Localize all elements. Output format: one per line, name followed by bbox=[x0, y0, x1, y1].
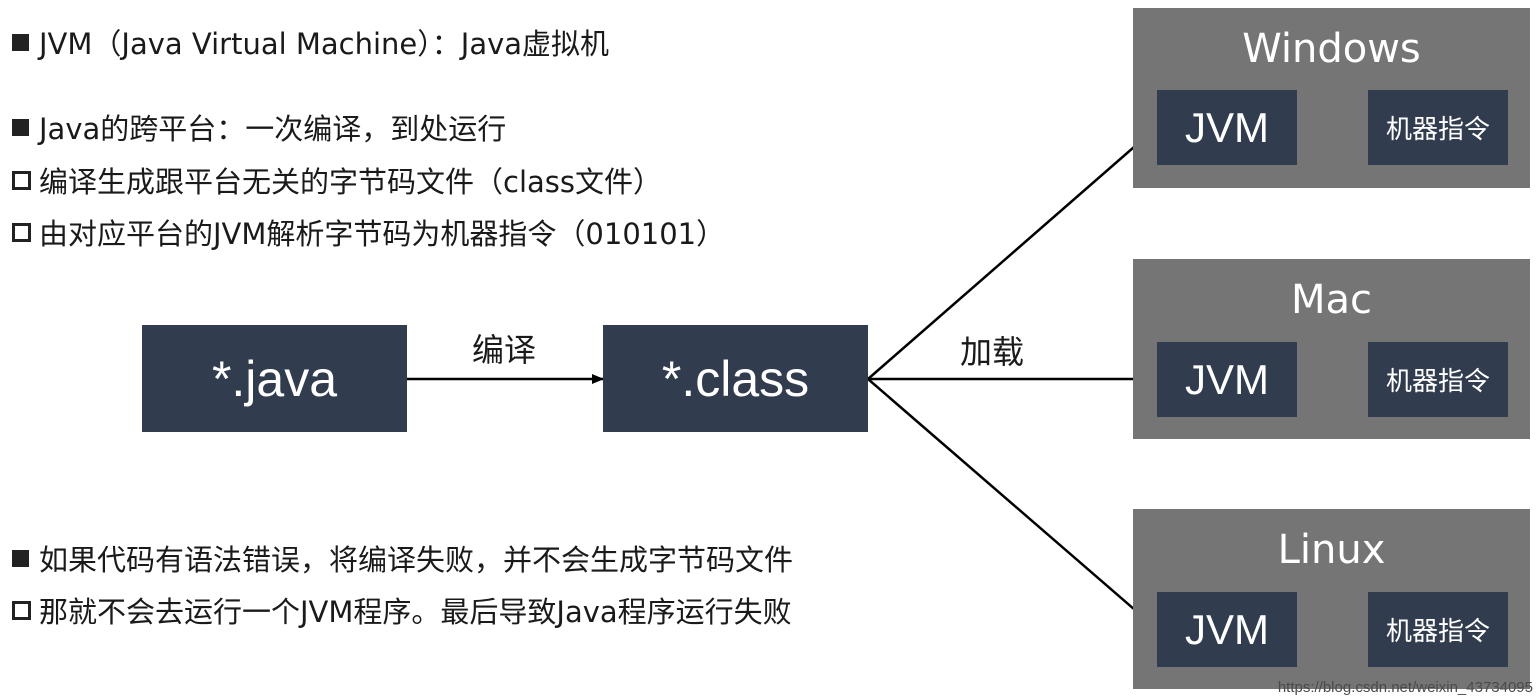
note-text: Java的跨平台：一次编译，到处运行 bbox=[39, 112, 507, 146]
square-bullet-icon bbox=[12, 118, 29, 136]
note-text: 由对应平台的JVM解析字节码为机器指令（010101） bbox=[39, 217, 726, 251]
square-bullet-icon bbox=[12, 33, 29, 51]
note-compile-error: 如果代码有语法错误，将编译失败，并不会生成字节码文件 bbox=[12, 538, 793, 578]
note-text: 那就不会去运行一个JVM程序。最后导致Java程序运行失败 bbox=[39, 595, 792, 629]
note-text: 如果代码有语法错误，将编译失败，并不会生成字节码文件 bbox=[39, 543, 794, 577]
note-cross-platform: Java的跨平台：一次编译，到处运行 bbox=[12, 107, 506, 147]
windows-jvm-box: JVM bbox=[1157, 90, 1297, 165]
hollow-square-bullet-icon bbox=[12, 600, 31, 620]
platform-name: Mac bbox=[1290, 277, 1372, 323]
load-arrow-linux bbox=[867, 378, 1158, 630]
load-arrow-windows bbox=[867, 126, 1158, 380]
load-label: 加载 bbox=[960, 333, 1025, 371]
mac-machine-instruction-box: 机器指令 bbox=[1368, 342, 1508, 417]
watermark-url: https://blog.csdn.net/weixin_43734095 bbox=[1277, 679, 1533, 696]
note-run-failure: 那就不会去运行一个JVM程序。最后导致Java程序运行失败 bbox=[12, 590, 792, 630]
linux-jvm-box: JVM bbox=[1157, 592, 1297, 667]
hollow-square-bullet-icon bbox=[12, 222, 31, 242]
java-source-box: *.java bbox=[142, 325, 407, 432]
class-bytecode-box: *.class bbox=[603, 325, 868, 432]
note-interpret-step: 由对应平台的JVM解析字节码为机器指令（010101） bbox=[12, 212, 725, 252]
square-bullet-icon bbox=[12, 549, 29, 567]
windows-machine-instruction-box: 机器指令 bbox=[1368, 90, 1508, 165]
hollow-square-bullet-icon bbox=[12, 170, 31, 190]
note-text: JVM（Java Virtual Machine）：Java虚拟机 bbox=[39, 27, 610, 61]
note-text: 编译生成跟平台无关的字节码文件（class文件） bbox=[39, 165, 662, 199]
compile-label: 编译 bbox=[472, 331, 537, 369]
note-compile-step: 编译生成跟平台无关的字节码文件（class文件） bbox=[12, 160, 662, 200]
linux-machine-instruction-box: 机器指令 bbox=[1368, 592, 1508, 667]
mac-jvm-box: JVM bbox=[1157, 342, 1297, 417]
platform-name: Windows bbox=[1242, 26, 1421, 72]
platform-name: Linux bbox=[1277, 527, 1386, 573]
note-jvm-definition: JVM（Java Virtual Machine）：Java虚拟机 bbox=[12, 22, 609, 62]
